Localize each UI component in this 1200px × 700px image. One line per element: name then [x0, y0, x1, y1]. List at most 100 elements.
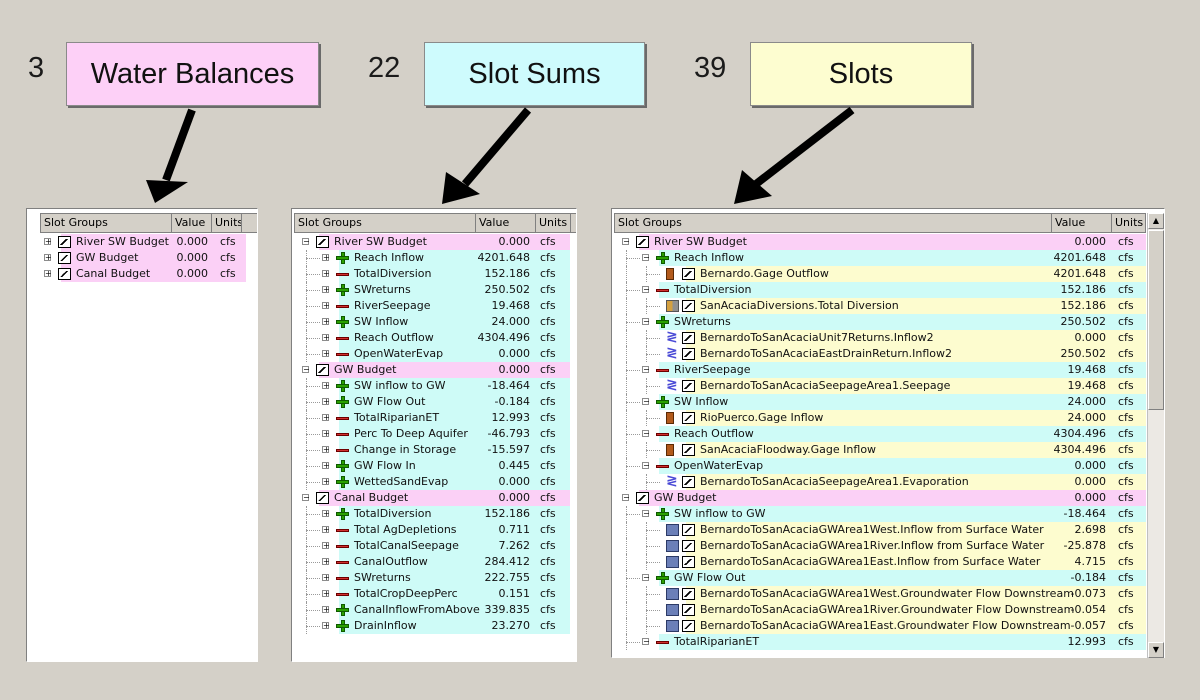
tree-slot-row[interactable]: BernardoToSanAcaciaGWArea1East.Inflow fr… — [614, 554, 1148, 570]
expand-toggle[interactable] — [322, 302, 329, 309]
expand-toggle[interactable] — [642, 638, 649, 645]
expand-toggle[interactable] — [322, 254, 329, 261]
slot-sums-panel[interactable]: Slot Groups Value Units River SW Budget0… — [291, 208, 577, 662]
expand-toggle[interactable] — [642, 254, 649, 261]
expand-toggle[interactable] — [642, 430, 649, 437]
expand-toggle[interactable] — [322, 558, 329, 565]
scroll-thumb[interactable] — [1148, 230, 1164, 410]
tree-slot-row[interactable]: BernardoToSanAcaciaGWArea1River.Inflow f… — [614, 538, 1148, 554]
tree-slot-row[interactable]: ≷BernardoToSanAcaciaEastDrainReturn.Infl… — [614, 346, 1148, 362]
expand-toggle[interactable] — [322, 510, 329, 517]
expand-toggle[interactable] — [302, 494, 309, 501]
tree-slot-row[interactable]: ≷BernardoToSanAcaciaSeepageArea1.Seepage… — [614, 378, 1148, 394]
expand-toggle[interactable] — [302, 238, 309, 245]
expand-toggle[interactable] — [642, 286, 649, 293]
expand-toggle[interactable] — [622, 238, 629, 245]
expand-toggle[interactable] — [322, 398, 329, 405]
col-value[interactable]: Value — [1051, 214, 1111, 232]
expand-toggle[interactable] — [322, 318, 329, 325]
expand-toggle[interactable] — [322, 270, 329, 277]
expand-toggle[interactable] — [322, 478, 329, 485]
expand-toggle[interactable] — [322, 350, 329, 357]
expand-toggle[interactable] — [642, 462, 649, 469]
expand-toggle[interactable] — [322, 446, 329, 453]
expand-toggle[interactable] — [302, 366, 309, 373]
col-value[interactable]: Value — [171, 214, 211, 232]
expand-toggle[interactable] — [322, 334, 329, 341]
expand-toggle[interactable] — [322, 462, 329, 469]
expand-toggle[interactable] — [322, 382, 329, 389]
vertical-scrollbar[interactable]: ▲ ▼ — [1147, 213, 1164, 658]
expand-toggle[interactable] — [322, 590, 329, 597]
tree-slot-row[interactable]: ≷BernardoToSanAcaciaSeepageArea1.Evapora… — [614, 474, 1148, 490]
tree-slot-row[interactable]: BernardoToSanAcaciaGWArea1River.Groundwa… — [614, 602, 1148, 618]
col-slot-groups[interactable]: Slot Groups — [298, 216, 362, 229]
expand-toggle[interactable] — [642, 398, 649, 405]
expand-toggle[interactable] — [322, 574, 329, 581]
slots-panel[interactable]: Slot Groups Value Units River SW Budget0… — [611, 208, 1165, 658]
expand-toggle[interactable] — [322, 622, 329, 629]
expand-toggle[interactable] — [642, 574, 649, 581]
tree-slot-row[interactable]: BernardoToSanAcaciaGWArea1West.Inflow fr… — [614, 522, 1148, 538]
water-balances-panel[interactable]: Slot Groups Value Units River SW Budget0… — [26, 208, 258, 662]
tree-slot-row[interactable]: BernardoToSanAcaciaGWArea1East.Groundwat… — [614, 618, 1148, 634]
tree-slot-row[interactable]: BernardoToSanAcaciaGWArea1West.Groundwat… — [614, 586, 1148, 602]
col-value[interactable]: Value — [475, 214, 535, 232]
expand-toggle[interactable] — [44, 254, 51, 261]
expand-toggle[interactable] — [322, 542, 329, 549]
expand-toggle[interactable] — [642, 366, 649, 373]
col-slot-groups[interactable]: Slot Groups — [618, 216, 682, 229]
expand-toggle[interactable] — [322, 286, 329, 293]
expand-toggle[interactable] — [322, 526, 329, 533]
col-units[interactable]: Units — [1111, 214, 1145, 232]
expand-toggle[interactable] — [44, 270, 51, 277]
scroll-down-button[interactable]: ▼ — [1148, 642, 1164, 658]
expand-toggle[interactable] — [322, 606, 329, 613]
expand-toggle[interactable] — [622, 494, 629, 501]
expand-toggle[interactable] — [44, 238, 51, 245]
